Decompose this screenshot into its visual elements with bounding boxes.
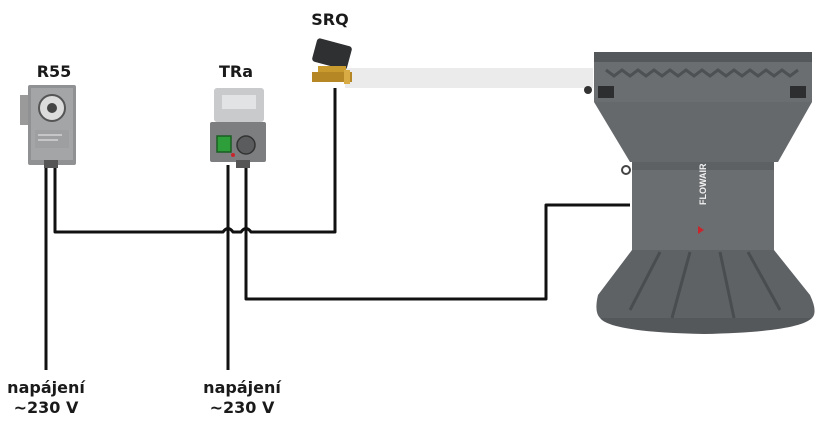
brand-text: FLOWAIR	[698, 163, 708, 205]
pipe-duct	[345, 68, 593, 88]
heater-unit: FLOWAIR	[584, 52, 815, 334]
power-right-line2: ~230 V	[209, 398, 275, 417]
r55-label: R55	[36, 62, 72, 81]
tra-controller	[210, 88, 266, 168]
power-left-line2: ~230 V	[13, 398, 79, 417]
wires	[44, 88, 630, 370]
srq-label: SRQ	[311, 10, 349, 29]
wire-r55-srq	[53, 88, 337, 234]
power-right-line1: napájení	[203, 378, 281, 397]
wire-tra-heater	[244, 165, 630, 301]
power-label-left: napájení ~230 V	[0, 378, 92, 418]
srq-valve	[312, 38, 352, 84]
green-switch	[216, 135, 232, 153]
power-left-line1: napájení	[7, 378, 85, 397]
brand-logo-icon	[698, 226, 704, 234]
power-label-right: napájení ~230 V	[196, 378, 288, 418]
tra-label: TRa	[218, 62, 254, 81]
r55-thermostat	[20, 85, 76, 168]
